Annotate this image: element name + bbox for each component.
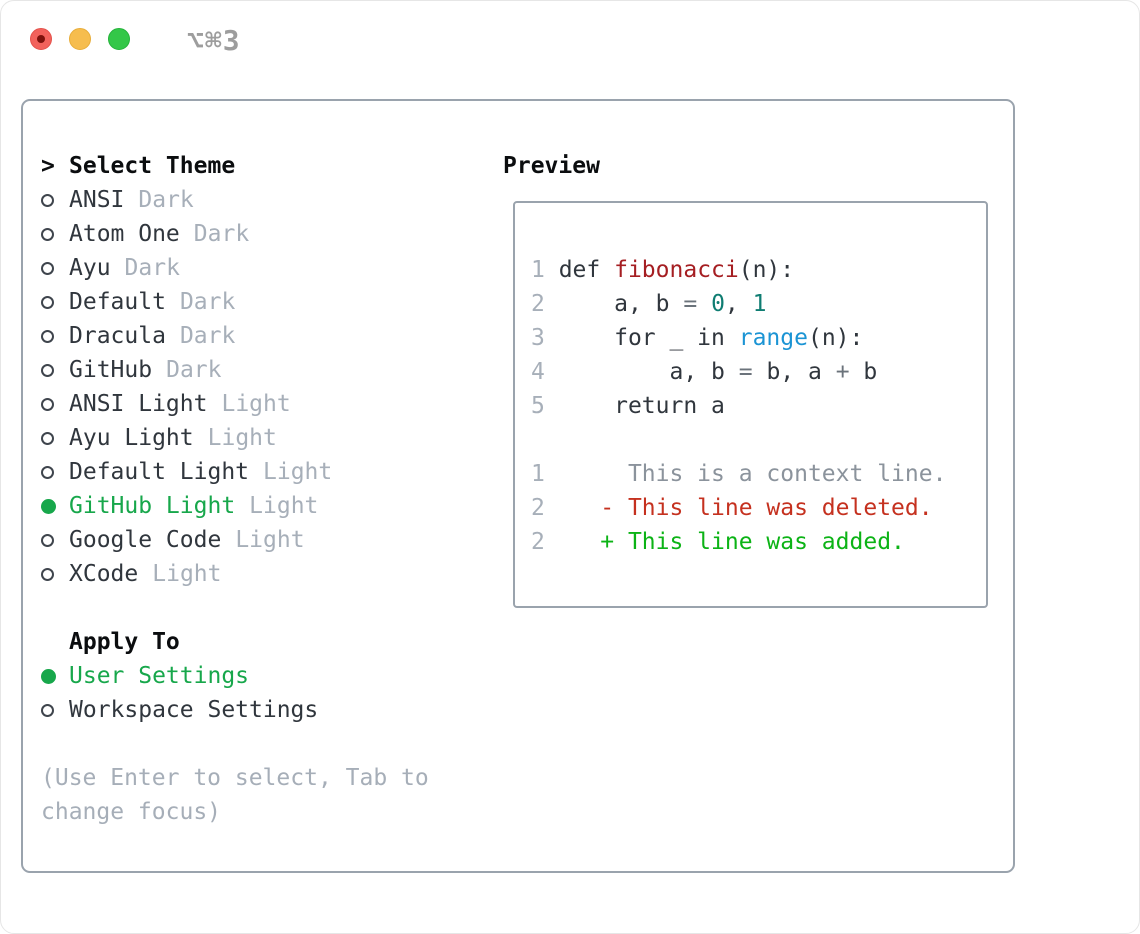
preview-box: 1 def fibonacci(n): 2 a, b = 0, 1 3 for … xyxy=(513,201,988,608)
select-theme-header: > Select Theme xyxy=(41,149,503,183)
radio-unselected-icon xyxy=(41,431,54,445)
radio-unselected-icon xyxy=(41,397,54,411)
window-titlebar: ⌥⌘3 xyxy=(1,1,1139,99)
diff-context-line: 1 This is a context line. xyxy=(531,461,947,487)
code-line: 2 a, b = 0, 1 xyxy=(531,291,767,317)
close-dot-icon xyxy=(37,35,45,43)
theme-variant-tag: Dark xyxy=(166,357,222,383)
code-line: 1 def fibonacci(n): xyxy=(531,257,795,283)
radio-unselected-icon xyxy=(41,295,54,309)
keyboard-hint-line2: change focus) xyxy=(41,799,222,825)
radio-unselected-icon xyxy=(41,533,54,547)
code-line: 5 return a xyxy=(531,393,725,419)
window-title: ⌥⌘3 xyxy=(187,24,241,57)
preview-header: Preview xyxy=(503,149,1013,183)
diff-deleted-line: 2 - This line was deleted. xyxy=(531,495,933,521)
radio-unselected-icon xyxy=(41,465,54,479)
code-line: 3 for _ in range(n): xyxy=(531,325,864,351)
theme-variant-tag: Dark xyxy=(179,323,236,349)
section-title-preview: Preview xyxy=(503,153,600,179)
code-line: 4 a, b = b, a + b xyxy=(531,359,878,385)
apply-to-header: Apply To xyxy=(41,625,503,659)
theme-variant-tag: Light xyxy=(235,527,305,553)
radio-unselected-icon xyxy=(41,363,54,377)
theme-variant-tag: Light xyxy=(249,493,319,519)
focus-caret-icon: > xyxy=(41,153,55,179)
theme-variant-tag: Light xyxy=(221,391,291,417)
theme-variant-tag: Light xyxy=(207,425,277,451)
close-button[interactable] xyxy=(30,28,52,50)
diff-added-line: 2 + This line was added. xyxy=(531,529,905,555)
zoom-button[interactable] xyxy=(108,28,130,50)
keyboard-hint-line1: (Use Enter to select, Tab to xyxy=(41,765,429,791)
radio-unselected-icon xyxy=(41,193,54,207)
radio-unselected-icon xyxy=(41,227,54,241)
theme-variant-tag: Dark xyxy=(179,289,236,315)
theme-variant-tag: Light xyxy=(152,561,222,587)
radio-unselected-icon xyxy=(41,329,54,343)
preview-column: Preview 1 def fibonacci(n): 2 a, b = 0, … xyxy=(503,149,1013,871)
theme-variant-tag: Dark xyxy=(124,255,180,281)
spacer xyxy=(41,727,503,761)
radio-selected-icon xyxy=(41,498,56,514)
blank-line xyxy=(531,423,974,457)
theme-variant-tag: Dark xyxy=(138,187,194,213)
theme-variant-tag: Dark xyxy=(193,221,250,247)
radio-unselected-icon xyxy=(41,567,54,581)
minimize-button[interactable] xyxy=(69,28,91,50)
radio-unselected-icon xyxy=(41,261,54,275)
section-title-select-theme: Select Theme xyxy=(69,153,236,179)
section-title-apply-to: Apply To xyxy=(69,629,180,655)
apply-option-workspace-settings[interactable]: Workspace Settings xyxy=(41,693,503,727)
radio-selected-icon xyxy=(41,668,56,684)
apply-option-user-settings[interactable]: User Settings xyxy=(41,659,503,693)
spacer xyxy=(41,591,503,625)
theme-variant-tag: Light xyxy=(263,459,333,485)
radio-unselected-icon xyxy=(41,703,54,717)
